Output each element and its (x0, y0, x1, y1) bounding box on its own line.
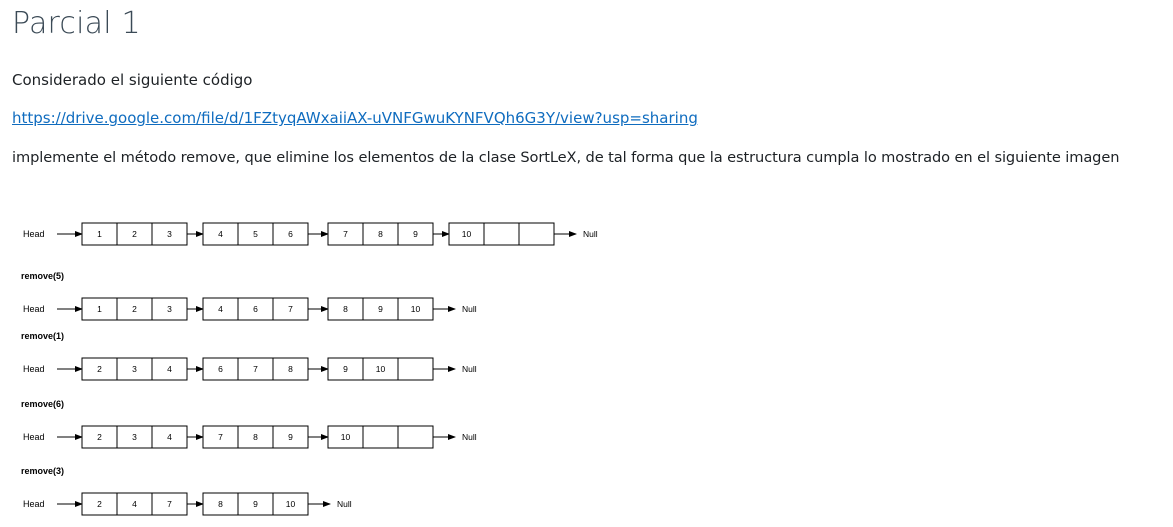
node-value: 3 (167, 229, 172, 239)
null-label: Null (337, 499, 352, 509)
node-value: 5 (253, 229, 258, 239)
node-value: 1 (97, 229, 102, 239)
node-value: 8 (253, 432, 258, 442)
node-value: 4 (132, 499, 137, 509)
node-value: 6 (218, 364, 223, 374)
node-value: 2 (97, 499, 102, 509)
node-value: 10 (341, 432, 351, 442)
node-value: 10 (411, 304, 421, 314)
node-value: 6 (288, 229, 293, 239)
node-value: 9 (343, 364, 348, 374)
node-value: 4 (167, 432, 172, 442)
node-value: 1 (97, 304, 102, 314)
operation-label: remove(5) (21, 271, 64, 281)
node-value: 4 (167, 364, 172, 374)
node-value: 9 (378, 304, 383, 314)
intro-text: Considerado el siguiente código (12, 71, 253, 89)
page-title: Parcial 1 (12, 6, 141, 41)
node-value: 6 (253, 304, 258, 314)
node-value: 3 (132, 364, 137, 374)
node-value: 7 (288, 304, 293, 314)
node-value: 7 (343, 229, 348, 239)
node-value: 9 (288, 432, 293, 442)
node-value: 10 (462, 229, 472, 239)
node-value: 7 (218, 432, 223, 442)
link-paragraph: https://drive.google.com/file/d/1FZtyqAW… (12, 108, 698, 128)
null-label: Null (462, 364, 477, 374)
node-value: 2 (97, 364, 102, 374)
node-value: 9 (413, 229, 418, 239)
drive-link[interactable]: https://drive.google.com/file/d/1FZtyqAW… (12, 109, 698, 127)
node-value: 4 (218, 304, 223, 314)
node-value: 3 (167, 304, 172, 314)
node-value: 8 (218, 499, 223, 509)
node-value: 9 (253, 499, 258, 509)
head-label: Head (23, 432, 45, 442)
node-value: 7 (167, 499, 172, 509)
node-value: 8 (343, 304, 348, 314)
null-label: Null (462, 304, 477, 314)
instructions-text: implemente el método remove, que elimine… (12, 149, 1120, 166)
head-label: Head (23, 229, 45, 239)
node-value: 10 (376, 364, 386, 374)
node-value: 4 (218, 229, 223, 239)
node-value: 2 (132, 229, 137, 239)
head-label: Head (23, 499, 45, 509)
operation-label: remove(3) (21, 466, 64, 476)
operation-label: remove(1) (21, 331, 64, 341)
node-value: 7 (253, 364, 258, 374)
operation-label: remove(6) (21, 399, 64, 409)
node-value: 2 (97, 432, 102, 442)
null-label: Null (462, 432, 477, 442)
node-value: 3 (132, 432, 137, 442)
head-label: Head (23, 304, 45, 314)
node-value: 10 (286, 499, 296, 509)
node-value: 8 (288, 364, 293, 374)
node-value: 2 (132, 304, 137, 314)
null-label: Null (583, 229, 598, 239)
node-value: 8 (378, 229, 383, 239)
head-label: Head (23, 364, 45, 374)
